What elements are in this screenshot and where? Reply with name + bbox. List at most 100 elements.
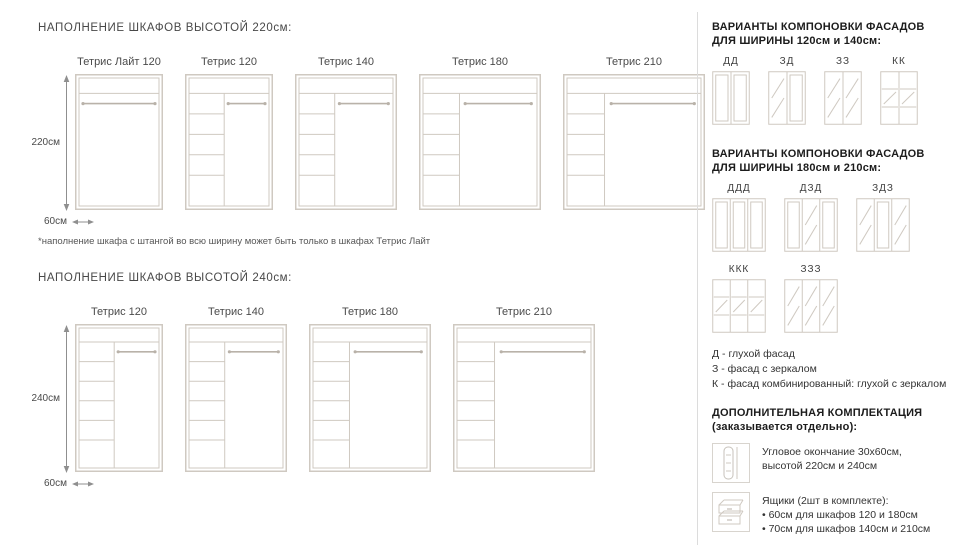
facade-label: ДД: [723, 56, 739, 67]
facade-option-ЗДЗ: ЗДЗ: [856, 183, 910, 252]
drawers-icon: [712, 492, 750, 532]
wardrobe-name: Тетрис 180: [341, 306, 399, 318]
facade-diagram: [824, 71, 862, 125]
wardrobe-figure: Тетрис 180: [419, 56, 541, 210]
facade-row: ККК ЗЗЗ: [712, 264, 952, 333]
facade-diagram: [880, 71, 918, 125]
facade-label: ЗЗЗ: [800, 264, 822, 275]
facade-panel: ВАРИАНТЫ КОМПОНОВКИ ФАСАДОВ ДЛЯ ШИРИНЫ 1…: [712, 20, 952, 536]
facade-option-ДЗД: ДЗД: [784, 183, 838, 252]
wardrobe-row: Тетрис 120 Тетрис 140 Тетрис 180 Тетрис 210…: [31, 306, 698, 473]
legend-line: Д - глухой фасад: [712, 348, 795, 360]
facade-option-ДД: ДД: [712, 56, 750, 125]
facade-group-title-line2: ДЛЯ ШИРИНЫ 120см и 140см:: [712, 35, 882, 47]
depth-dimension: 60см: [44, 216, 94, 227]
drawers-shape: [718, 499, 744, 525]
height-dimension-label: 240см: [31, 393, 60, 404]
wardrobe-name: Тетрис 210: [605, 56, 663, 68]
facade-group-title-line1: ВАРИАНТЫ КОМПОНОВКИ ФАСАДОВ: [712, 21, 925, 33]
depth-dimension-arrow: [72, 219, 94, 224]
facade-label: ЗДЗ: [872, 183, 894, 194]
wardrobe-figure: Тетрис 120: [75, 306, 163, 472]
facade-option-ЗЗЗ: ЗЗЗ: [784, 264, 838, 333]
height-dimension-label: 220см: [31, 137, 60, 148]
wardrobe-diagram: [75, 324, 163, 472]
wardrobe-figure: Тетрис 210: [563, 56, 705, 210]
height-dimension-arrow: [63, 325, 70, 473]
facade-row: ДД ЗД ЗЗ КК: [712, 56, 952, 125]
section-title: НАПОЛНЕНИЕ ШКАФОВ ВЫСОТОЙ 240см:: [38, 272, 292, 284]
wardrobe-diagram: [185, 74, 273, 210]
facade-diagram: [712, 198, 766, 252]
wardrobe-diagram: [309, 324, 431, 472]
wardrobe-diagram: [563, 74, 705, 210]
height-dimension: 220см: [31, 75, 71, 211]
facade-label: ЗД: [779, 56, 795, 67]
height-dimension-arrow: [63, 75, 70, 211]
facade-label: ДДД: [727, 183, 751, 194]
wardrobe-name: Тетрис Лайт 120: [77, 56, 161, 68]
facade-option-ДДД: ДДД: [712, 183, 766, 252]
wardrobe-diagram: [419, 74, 541, 210]
facade-label: КК: [892, 56, 906, 67]
extra-item-text: Угловое окончание 30х60см,высотой 220см …: [762, 446, 902, 472]
facade-option-ККК: ККК: [712, 264, 766, 333]
wardrobe-list: Тетрис 120 Тетрис 140 Тетрис 180 Тетрис 210: [38, 306, 698, 472]
facade-diagram: [784, 198, 838, 252]
depth-dimension: 60см: [44, 478, 94, 489]
depth-dimension-label: 60см: [44, 216, 67, 227]
facade-options-group-120-140: ДД ЗД ЗЗ КК: [712, 56, 952, 125]
footnote: *наполнение шкафа с штангой во всю ширин…: [38, 236, 431, 247]
wardrobe-list: Тетрис Лайт 120 Тетрис 120 Тетрис 140 Тетри…: [38, 56, 705, 210]
facade-label: ЗЗ: [835, 56, 851, 67]
facade-diagram: [768, 71, 806, 125]
wardrobe-name: Тетрис 140: [317, 56, 375, 68]
corner-end-shape: [723, 446, 738, 480]
vertical-divider: [697, 12, 698, 545]
wardrobe-figure: Тетрис Лайт 120: [75, 56, 163, 210]
wardrobe-diagram: [453, 324, 595, 472]
depth-dimension-label: 60см: [44, 478, 67, 489]
wardrobe-row: Тетрис Лайт 120 Тетрис 120 Тетрис 140 Тетри…: [31, 56, 705, 211]
section-height-240: НАПОЛНЕНИЕ ШКАФОВ ВЫСОТОЙ 240см: Тетрис …: [31, 272, 698, 489]
facade-diagram: [712, 71, 750, 125]
extras-section: ДОПОЛНИТЕЛЬНАЯ КОМПЛЕКТАЦИЯ (заказываетс…: [712, 406, 952, 536]
height-dimension: 240см: [31, 325, 71, 473]
wardrobe-figure: Тетрис 180: [309, 306, 431, 472]
legend-line: З - фасад с зеркалом: [712, 363, 817, 375]
extra-item: Ящики (2шт в комплекте):• 60см для шкафо…: [712, 492, 952, 536]
facade-label: ККК: [728, 264, 750, 275]
facade-options-group-180-210: ДДД ДЗД ЗДЗ ККК ЗЗЗ: [712, 183, 952, 333]
extra-item: Угловое окончание 30х60см,высотой 220см …: [712, 443, 952, 483]
extras-title: ДОПОЛНИТЕЛЬНАЯ КОМПЛЕКТАЦИЯ (заказываетс…: [712, 406, 952, 434]
section-height-220: НАПОЛНЕНИЕ ШКАФОВ ВЫСОТОЙ 220см: Тетрис …: [31, 22, 705, 247]
wardrobe-figure: Тетрис 140: [185, 306, 287, 472]
facade-diagram: [784, 279, 838, 333]
wardrobe-diagram: [75, 74, 163, 210]
extras-title-line1: ДОПОЛНИТЕЛЬНАЯ КОМПЛЕКТАЦИЯ: [712, 407, 923, 419]
wardrobe-name: Тетрис 120: [90, 306, 148, 318]
section-title: НАПОЛНЕНИЕ ШКАФОВ ВЫСОТОЙ 220см:: [38, 22, 292, 34]
facade-group-title: ВАРИАНТЫ КОМПОНОВКИ ФАСАДОВ ДЛЯ ШИРИНЫ 1…: [712, 20, 952, 48]
facade-legend: Д - глухой фасад З - фасад с зеркалом К - …: [712, 347, 952, 392]
extras-list: Угловое окончание 30х60см,высотой 220см …: [712, 443, 952, 536]
wardrobe-diagram: [295, 74, 397, 210]
facade-diagram: [712, 279, 766, 333]
facade-group-title-line1: ВАРИАНТЫ КОМПОНОВКИ ФАСАДОВ: [712, 148, 925, 160]
facade-option-КК: КК: [880, 56, 918, 125]
wardrobe-figure: Тетрис 120: [185, 56, 273, 210]
wardrobe-name: Тетрис 140: [207, 306, 265, 318]
facade-label: ДЗД: [799, 183, 823, 194]
facade-row: ДДД ДЗД ЗДЗ: [712, 183, 952, 252]
wardrobe-figure: Тетрис 140: [295, 56, 397, 210]
wardrobe-name: Тетрис 180: [451, 56, 509, 68]
facade-option-ЗЗ: ЗЗ: [824, 56, 862, 125]
extras-title-line2: (заказывается отдельно):: [712, 421, 858, 433]
wardrobe-name: Тетрис 120: [200, 56, 258, 68]
legend-line: К - фасад комбинированный: глухой с зерк…: [712, 378, 947, 390]
extra-item-text: Ящики (2шт в комплекте):• 60см для шкафо…: [762, 495, 931, 535]
wardrobe-diagram: [185, 324, 287, 472]
wardrobe-figure: Тетрис 210: [453, 306, 595, 472]
facade-option-ЗД: ЗД: [768, 56, 806, 125]
